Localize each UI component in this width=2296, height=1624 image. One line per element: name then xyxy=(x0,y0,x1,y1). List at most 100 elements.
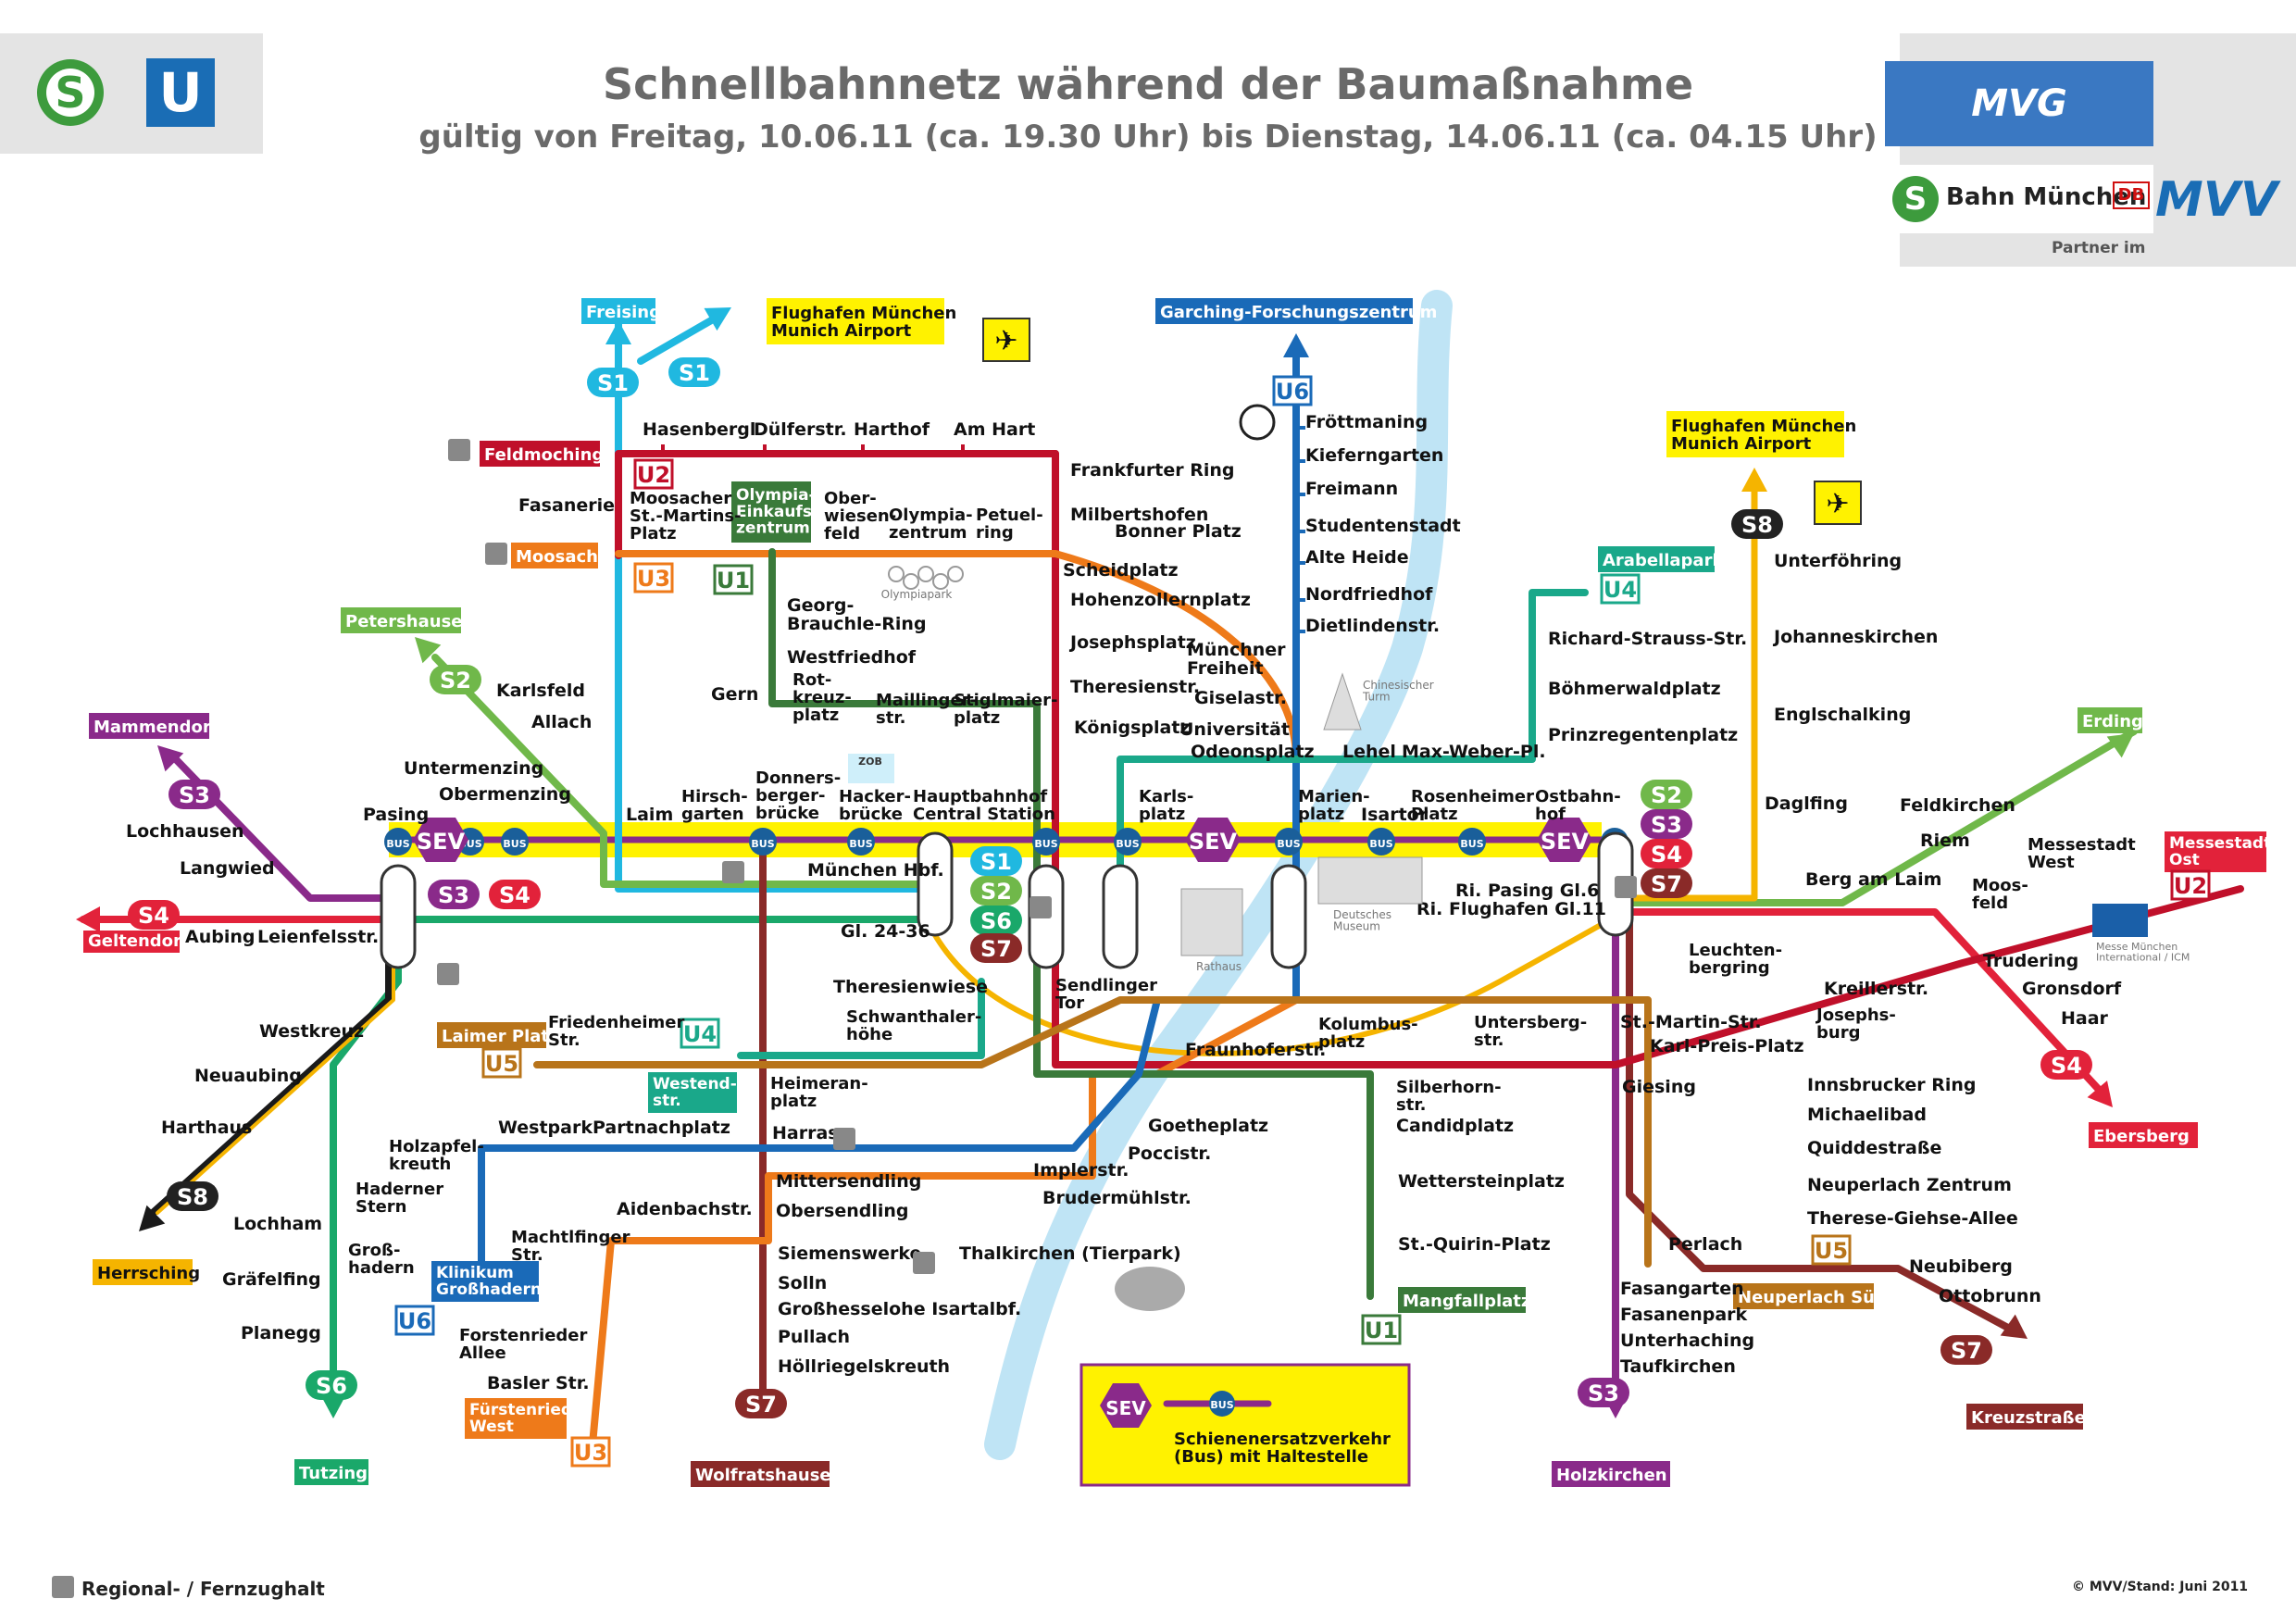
badge-s3-east-pill xyxy=(1641,809,1692,839)
rathaus-icon xyxy=(1180,888,1243,956)
sev-karlsplatz-label: SEV xyxy=(1189,829,1238,855)
station-westkreuz: Westkreuz xyxy=(259,1021,364,1042)
badge-s2-west-pill xyxy=(430,665,481,694)
station-therese-giehse: Therese-Giehse-Allee xyxy=(1807,1208,2018,1229)
station-giesing: Giesing xyxy=(1622,1077,1696,1097)
bus-stop-icon xyxy=(1032,828,1060,856)
badge-s1-airport: S1 xyxy=(679,360,710,386)
badge-s7-south: S7 xyxy=(745,1392,777,1418)
station-st-martin-str: St.-Martin-Str. xyxy=(1620,1012,1762,1032)
station-aidenbachstr: Aidenbachstr. xyxy=(617,1199,753,1219)
badge-s4-pasing: S4 xyxy=(499,882,530,908)
station-kreillerstr: Kreillerstr. xyxy=(1824,979,1928,999)
station-wettersteinplatz: Wettersteinplatz xyxy=(1398,1171,1565,1192)
badge-s4-pasing-pill xyxy=(489,880,541,909)
u2-north-line xyxy=(615,450,1059,559)
station-donnersbergerbruecke: Donners-berger-brücke xyxy=(755,768,841,823)
s8-herrsching-arrow-icon xyxy=(139,1205,166,1231)
s7-kreuzstrasse-arrow-icon xyxy=(2000,1314,2028,1339)
s2-petershausen-arrow-icon xyxy=(415,637,442,664)
landmark-rathaus: Rathaus xyxy=(1196,960,1242,973)
badge-s7-east: S7 xyxy=(1651,871,1682,897)
station-muenchen-hbf: München Hbf. xyxy=(807,860,944,881)
u4-west-line xyxy=(737,978,985,1059)
station-silberhornstr: Silberhorn-str. xyxy=(1396,1078,1502,1115)
sev-legend-bus-label: BUS xyxy=(1210,1399,1233,1411)
station-lochham: Lochham xyxy=(233,1214,322,1234)
sev-legend-bus-icon xyxy=(1209,1391,1235,1417)
badge-u2-east: U2 xyxy=(2174,873,2207,899)
station-nordfriedhof: Nordfriedhof xyxy=(1305,584,1433,605)
badge-s3-west-pill xyxy=(168,780,220,809)
badge-s1-freising: S1 xyxy=(597,370,629,396)
badge-s7-southeast-pill xyxy=(1940,1335,1992,1365)
badge-u3-south: U3 xyxy=(574,1440,607,1466)
badge-s6-south-pill xyxy=(306,1370,357,1400)
station-hasenbergl: Hasenbergl xyxy=(643,419,755,440)
badge-s2-east: S2 xyxy=(1651,782,1682,808)
badge-s6-south: S6 xyxy=(316,1373,347,1399)
badge-u6-southwest-frame xyxy=(394,1305,435,1336)
badge-s6-hbf: S6 xyxy=(980,908,1012,934)
s1-airport-arrow-icon xyxy=(704,307,731,331)
bus-stop-label: BUS xyxy=(1369,838,1392,850)
page-subtitle: gültig von Freitag, 10.06.11 (ca. 19.30 … xyxy=(418,119,1878,156)
s2-east-line xyxy=(1616,728,2138,906)
station-olympiazentrum: Olympia-zentrum xyxy=(889,506,973,543)
badge-s8-southwest-pill xyxy=(167,1181,218,1211)
sev-pasing-icon xyxy=(413,818,468,862)
bus-stop-label: BUS xyxy=(1277,838,1300,850)
u4-line xyxy=(1117,589,1589,893)
messe-logo-icon xyxy=(2092,904,2148,937)
badge-s3-pasing-pill xyxy=(428,880,480,909)
station-untersbergstr: Untersberg-str. xyxy=(1474,1013,1587,1050)
station-graefelfing: Gräfelfing xyxy=(222,1269,321,1290)
s4-ebersberg-arrow-icon xyxy=(2087,1081,2113,1107)
s1-airport-stub xyxy=(637,316,717,365)
badge-s3-pasing: S3 xyxy=(438,882,469,908)
station-laim: Laim xyxy=(626,805,673,825)
football-icon xyxy=(1239,404,1276,441)
station-harras: Harras xyxy=(772,1123,839,1143)
badge-u4-east-frame xyxy=(1600,573,1641,605)
footer-copyright: © MVV/Stand: Juni 2011 xyxy=(2072,1580,2249,1594)
station-obersendling: Obersendling xyxy=(776,1201,908,1221)
bus-stop-label: BUS xyxy=(1034,838,1057,850)
terminus-mangfallplatz-box xyxy=(1398,1287,1526,1313)
station-westpark: Westpark xyxy=(498,1118,593,1138)
station-studentenstadt: Studentenstadt xyxy=(1305,516,1461,536)
badge-s1-hbf: S1 xyxy=(980,849,1012,875)
station-poccistr: Poccistr. xyxy=(1128,1143,1211,1164)
station-oberwiesenfeld: Ober-wiesen-feld xyxy=(824,489,896,543)
station-hackerbruecke: Hacker-brücke xyxy=(839,787,911,824)
badge-s8-top-pill xyxy=(1731,509,1783,539)
terminus-neuperlach-sued-box xyxy=(1733,1283,1874,1309)
station-westfriedhof: Westfriedhof xyxy=(787,647,917,668)
terminus-garching: Garching-Forschungszentrum xyxy=(1160,303,1437,322)
station-fasangarten: Fasangarten xyxy=(1620,1279,1744,1299)
badge-s8-southwest: S8 xyxy=(177,1184,208,1210)
station-englschalking: Englschalking xyxy=(1774,705,1911,725)
regional-train-icon xyxy=(437,963,459,985)
s2-west-line xyxy=(431,654,939,888)
station-planegg: Planegg xyxy=(241,1323,321,1343)
badge-s1-hbf-pill xyxy=(970,846,1022,876)
terminus-geltendorf-box xyxy=(83,931,180,953)
station-freimann: Freimann xyxy=(1305,479,1398,499)
terminus-wolfratshausen-box xyxy=(691,1461,830,1487)
station-haar: Haar xyxy=(2061,1008,2109,1029)
badge-s7-hbf-pill xyxy=(970,933,1022,963)
station-interchange xyxy=(1270,864,1307,969)
station-allach: Allach xyxy=(531,712,592,732)
u2-line xyxy=(1052,450,2244,1068)
station-untermenzing: Untermenzing xyxy=(404,758,543,779)
